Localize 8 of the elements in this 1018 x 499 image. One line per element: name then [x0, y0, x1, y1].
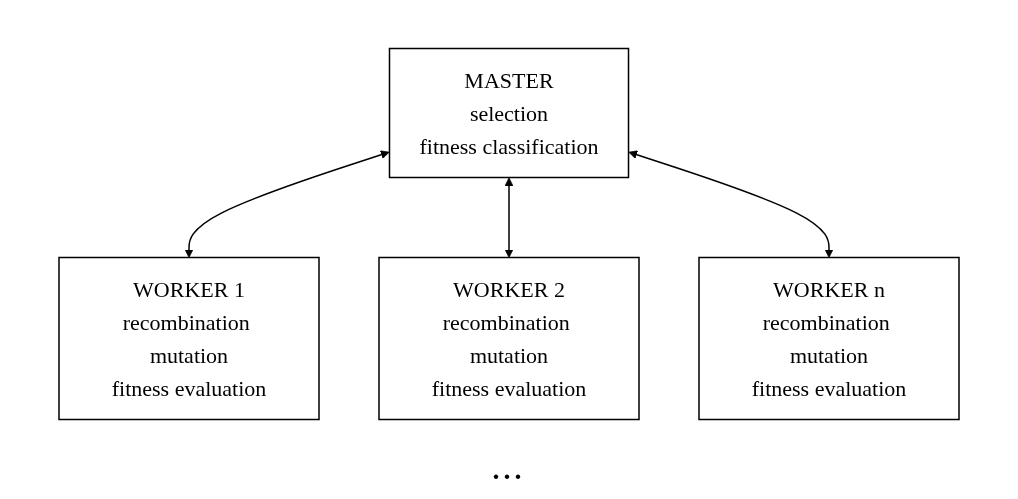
- node-box: WORKER 1 recombination mutation fitness evaluation: [58, 256, 320, 420]
- node-box: MASTER selection fitness classification: [388, 47, 630, 178]
- arrow: [504, 177, 514, 258]
- arrow: [184, 149, 390, 258]
- arrow: [628, 149, 834, 258]
- node-box: WORKER 2 recombination mutation fitness evaluation: [378, 256, 640, 420]
- node-box: WORKER n recombination mutation fitness evaluation: [698, 256, 960, 420]
- ellipsis-text: ...: [492, 453, 526, 486]
